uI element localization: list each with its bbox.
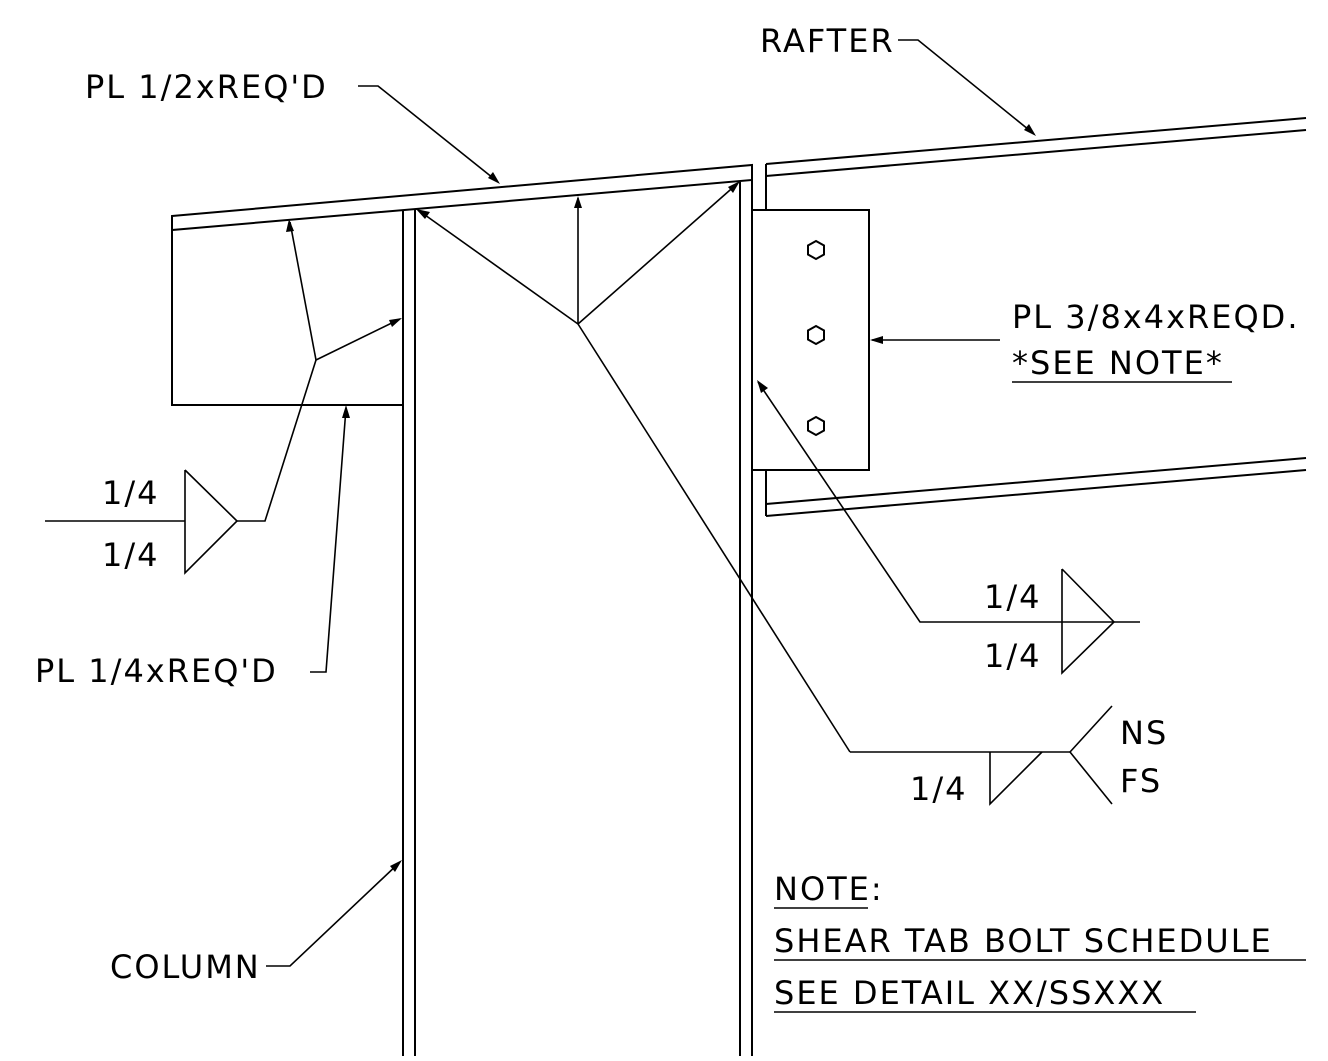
arrow-head [389,318,402,327]
bolt-icon [807,239,825,261]
stiffener-weld-leaders [237,219,402,522]
weld-tail-lower [1069,751,1113,805]
note-line-2: SEE DETAIL XX/SSXXX [774,974,1165,1012]
cap-plate-outline [171,163,753,232]
arrow-head [488,172,500,184]
note-block: NOTE: SHEAR TAB BOLT SCHEDULE SEE DETAIL… [774,870,1306,1013]
stiffener-plate-callout: PL 1/4xREQ'D [35,405,350,690]
note-title: NOTE: [774,870,884,908]
note-line-1: SHEAR TAB BOLT SCHEDULE [774,922,1273,960]
rafter-bottom-flange-inner [765,457,1307,505]
bolt-icon [807,415,825,437]
rafter-top-flange-outer [765,117,1307,165]
shear-tab-label: PL 3/8x4xREQD. [1012,298,1299,336]
top-cap-plate [171,163,753,232]
leader-line [237,359,317,522]
leader-line [289,221,317,361]
rafter-top-flange-inner [765,129,1307,177]
stiffener-plate [171,230,403,406]
weld-size-top: 1/4 [984,578,1042,616]
column-label: COLUMN [110,948,261,986]
stiffener-plate-outline [171,230,403,406]
rafter-label: RAFTER [760,22,895,60]
weld-tail-note-ns: NS [1120,714,1168,752]
weld-size-bottom: 1/4 [984,637,1042,675]
leader-line [358,85,499,183]
arrow-head [390,860,402,872]
leader-line [757,381,1062,623]
column-weld-leaders [416,181,851,753]
leader-line [310,407,347,673]
weld-tail-note-fs: FS [1120,762,1162,800]
arrow-head [757,380,768,393]
weld-symbol-right: 1/4 1/4 [757,380,1140,675]
fillet-weld-symbol [1061,568,1116,675]
leader-line [577,323,851,753]
arrow-head [342,405,350,418]
arrow-head [1024,124,1036,136]
leader-line [577,182,739,325]
arrow-head [574,196,582,208]
arrow-head [286,219,294,232]
fillet-weld-symbol [184,469,239,575]
weld-size-bottom: 1/4 [102,536,160,574]
leader-line [266,861,401,967]
weld-symbol-left: 1/4 1/4 [45,469,239,575]
weld-tail-upper [1069,705,1113,753]
rafter-callout: RAFTER [760,22,1036,136]
weld-size: 1/4 [910,770,968,808]
arrow-head [728,181,740,193]
column-callout: COLUMN [110,860,402,986]
weld-symbol-bottom: 1/4 NS FS [850,705,1168,808]
bolt-icon [807,324,825,346]
stiffener-plate-label: PL 1/4xREQ'D [35,652,278,690]
arrow-head [416,209,430,219]
weld-size-top: 1/4 [102,474,160,512]
arrow-head [870,336,883,344]
see-note-label: *SEE NOTE* [1012,344,1224,382]
shear-tab-callout: PL 3/8x4xREQD. *SEE NOTE* [870,298,1299,383]
top-plate-callout: PL 1/2xREQ'D [85,68,500,184]
rafter [765,117,1307,517]
fillet-weld-symbol [989,751,1043,806]
leader-line [898,39,1035,135]
leader-line [315,318,401,361]
shear-tab-plate [751,209,870,471]
rafter-bottom-flange-outer [765,469,1307,517]
top-plate-label: PL 1/2xREQ'D [85,68,328,106]
leader-line [417,209,579,325]
shear-tab [751,209,870,471]
